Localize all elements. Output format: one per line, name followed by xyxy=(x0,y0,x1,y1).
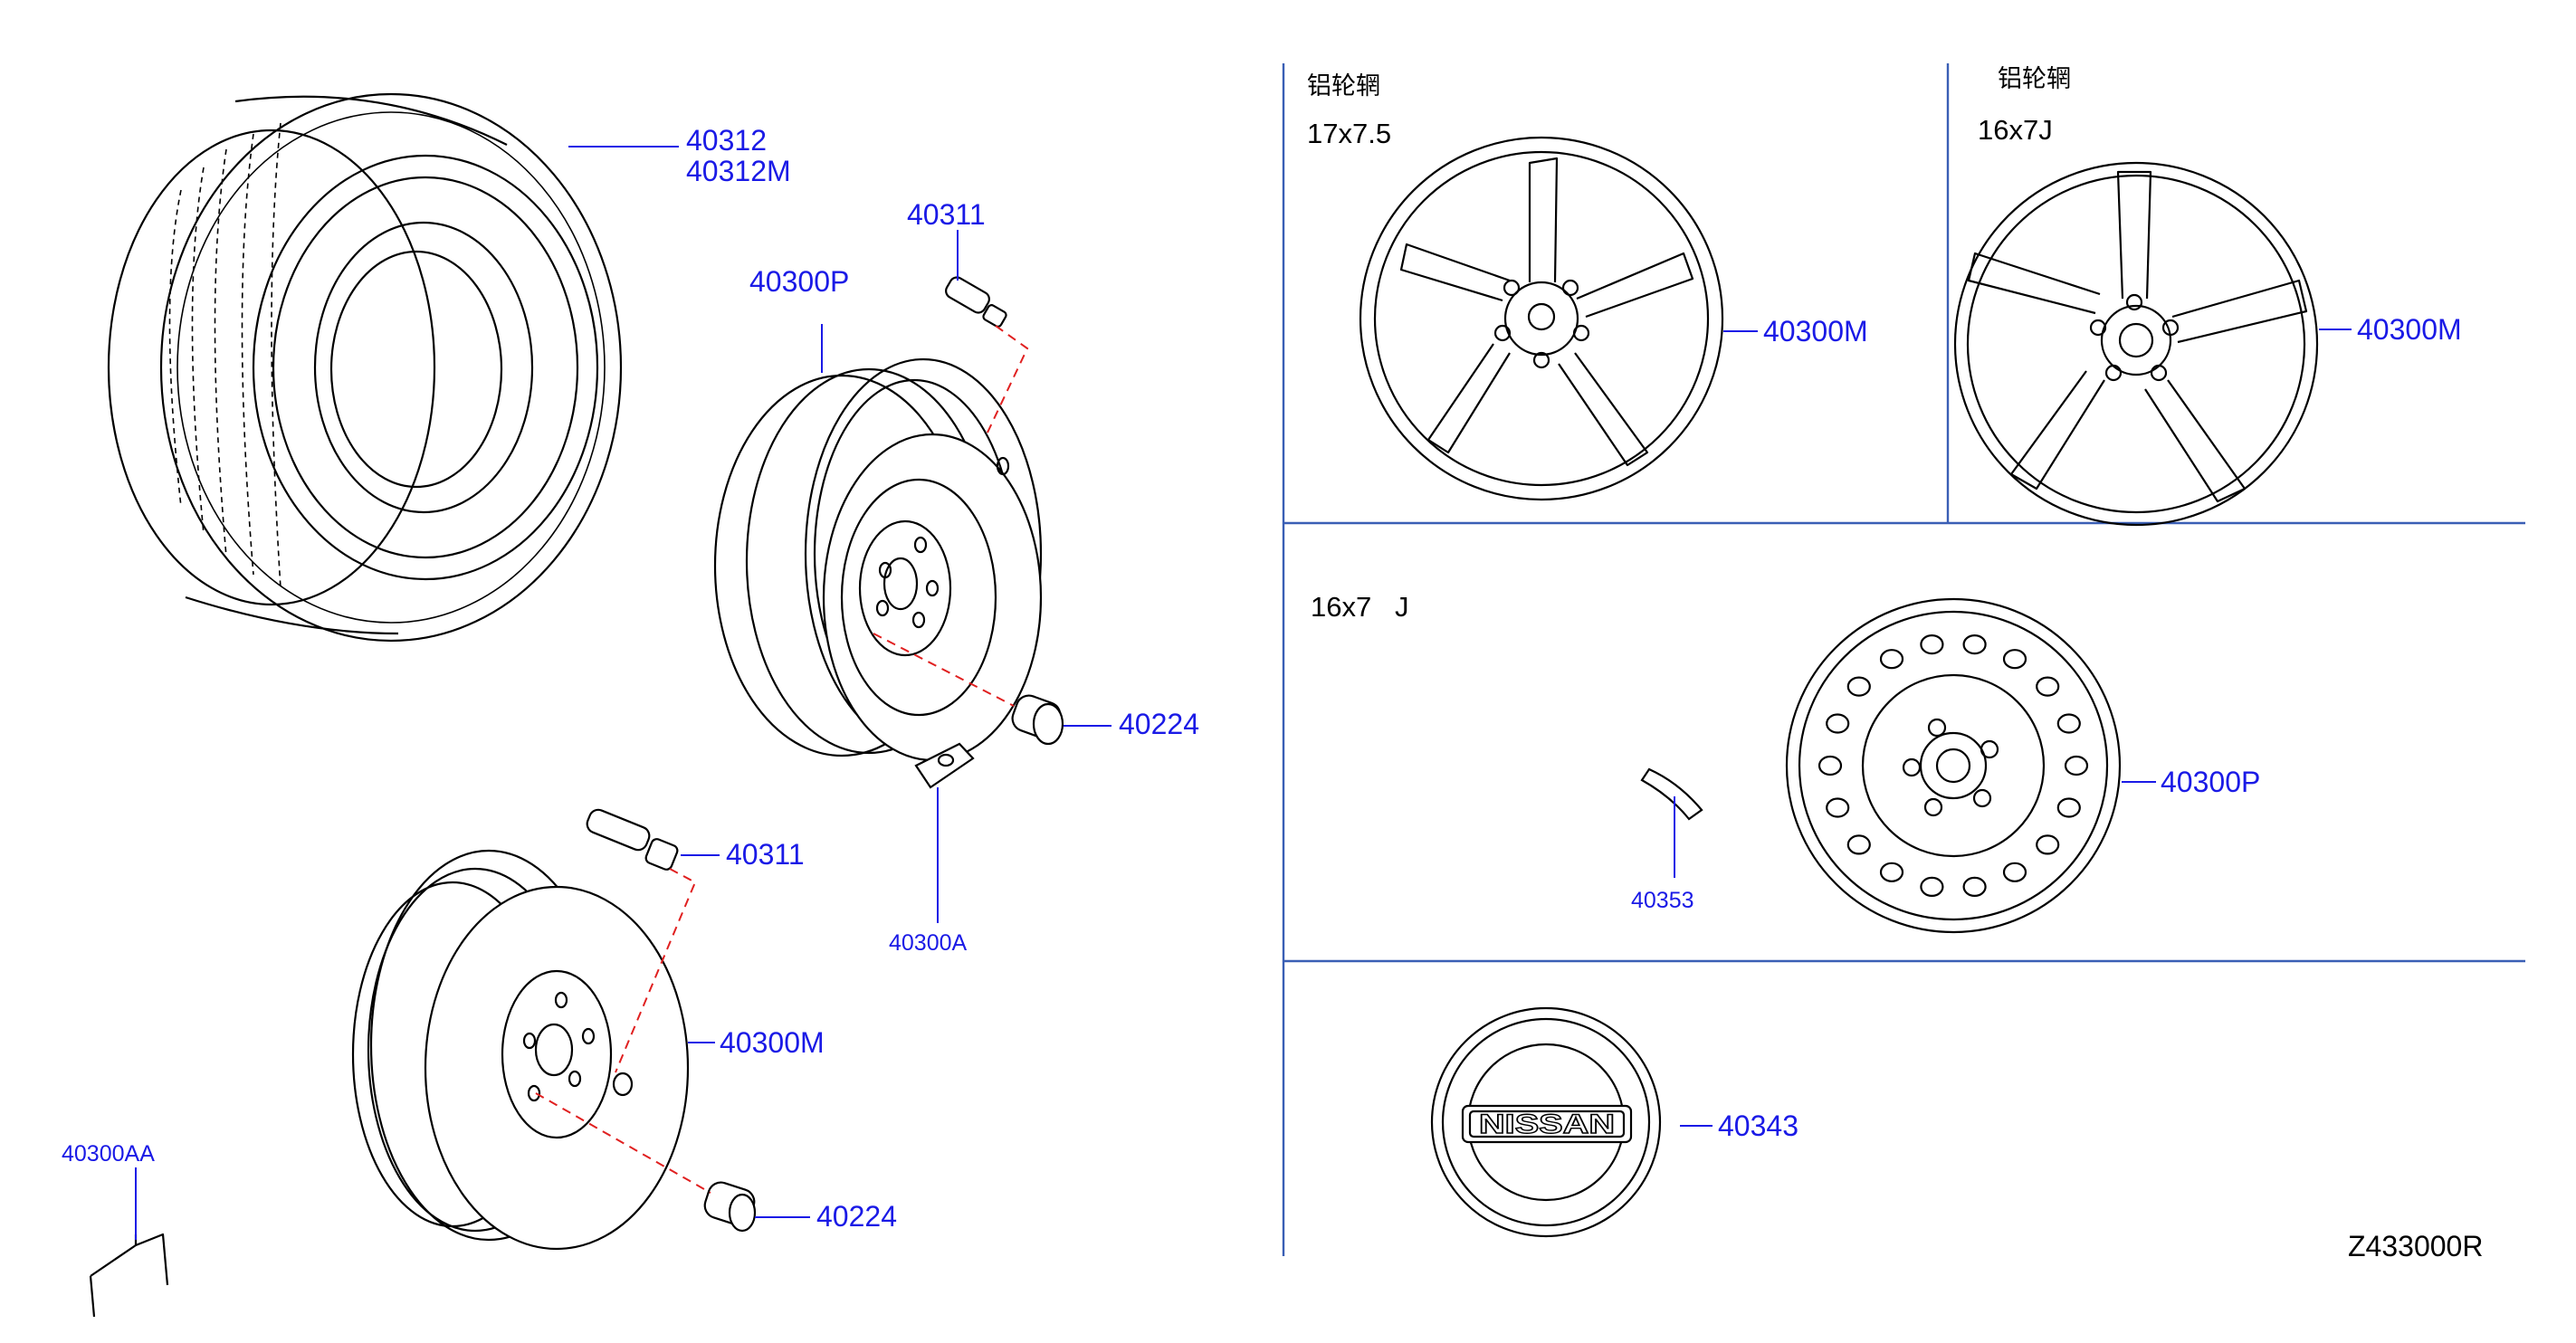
alloy-wheel-icon xyxy=(351,849,690,1251)
tire-icon xyxy=(107,92,623,643)
alloy-17-wheel-icon xyxy=(1359,136,1724,501)
spare-weight-label: 40353 xyxy=(1631,888,1694,913)
steel-16-size: 16x7 J xyxy=(1311,591,1409,623)
alloy-17-wheel-label: 40300M xyxy=(1763,315,1868,348)
vent-hole xyxy=(1879,862,1904,882)
valve-bottom-icon xyxy=(586,808,679,871)
nut-top-label: 40224 xyxy=(1119,708,1199,740)
valve-top-label: 40311 xyxy=(907,198,986,231)
ornament-label-text: 40300AA xyxy=(62,1141,155,1167)
vent-hole xyxy=(1879,649,1904,670)
alloy-16-wheel-label: 40300M xyxy=(2357,313,2462,346)
vent-hole xyxy=(2036,676,2060,697)
steel-spare-wheel-icon xyxy=(1785,597,2122,934)
center-cap-logo: NISSAN xyxy=(1479,1110,1615,1139)
balance-weight-icon xyxy=(914,742,975,789)
alloy-17-size: 17x7.5 xyxy=(1307,118,1391,149)
steel-wheel-label: 40300P xyxy=(749,265,849,298)
vent-hole xyxy=(2056,797,2081,818)
spare-wheel-label: 40300P xyxy=(2161,766,2260,798)
tire-label: 40312 xyxy=(686,124,767,157)
alloy-16-wheel-icon xyxy=(1953,161,2319,527)
reference-code: Z433000R xyxy=(2348,1230,2483,1262)
wheel-nut-icon xyxy=(1011,694,1064,746)
vent-hole xyxy=(2002,649,2027,670)
vent-hole xyxy=(2002,862,2027,882)
balance-weight-spare-icon xyxy=(1640,767,1703,821)
vent-hole xyxy=(1962,876,1987,898)
alloy-16-title: 铝轮辋 xyxy=(1998,65,2071,93)
vent-hole xyxy=(1846,676,1871,697)
vent-hole xyxy=(2056,713,2081,734)
wheel-nut-bottom-icon xyxy=(703,1181,757,1233)
alloy-16-size: 16x7J xyxy=(1978,114,2053,146)
valve-bottom-label: 40311 xyxy=(726,838,805,871)
vent-hole xyxy=(1920,876,1944,898)
alloy-17-title: 铝轮辋 xyxy=(1307,72,1380,100)
nut-bottom-label: 40224 xyxy=(816,1200,897,1233)
vent-hole xyxy=(1846,834,1871,855)
vent-hole xyxy=(1962,633,1987,655)
tire-alt-label: 40312M xyxy=(686,155,791,187)
vent-hole xyxy=(2064,755,2089,776)
vent-hole xyxy=(1826,713,1850,734)
vent-hole xyxy=(1818,755,1843,776)
steel-wheel-icon xyxy=(713,357,1043,762)
balance-weight-label: 40300A xyxy=(889,930,968,956)
center-cap-icon: NISSAN xyxy=(1430,1006,1662,1238)
alloy-wheel-label: 40300M xyxy=(720,1026,825,1059)
vent-hole xyxy=(1826,797,1850,818)
panel-dividers xyxy=(1282,63,2525,1256)
vent-hole xyxy=(2036,834,2060,855)
valve-icon xyxy=(945,276,1007,328)
center-cap-label: 40343 xyxy=(1718,1110,1798,1142)
ornament-label-icon xyxy=(89,1233,169,1318)
vent-hole xyxy=(1920,633,1944,655)
